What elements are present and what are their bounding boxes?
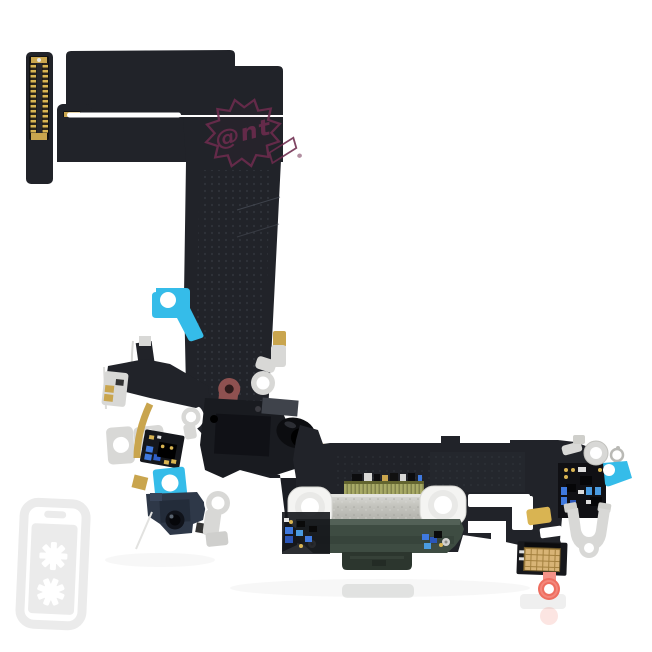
table-reflections xyxy=(342,584,566,625)
tab-hole xyxy=(603,464,615,476)
flex-top-bar xyxy=(66,50,283,115)
smd-component-row xyxy=(352,473,422,481)
screw-hole-ring xyxy=(178,404,204,440)
coral-gasket-tab xyxy=(538,572,560,600)
metal-bracket-gold-contacts xyxy=(101,371,129,407)
stamp-starburst-icon xyxy=(204,98,282,168)
pull-tab-sticker-right xyxy=(603,461,632,487)
flex-slit-cutout xyxy=(67,112,181,118)
metal-bracket-top-right xyxy=(561,435,609,466)
navy-mic-bracket xyxy=(146,492,207,535)
pull-tab-sticker-left xyxy=(152,288,204,342)
stamp-band-icon xyxy=(268,136,298,165)
tab-hole xyxy=(161,474,179,492)
flex-dot-texture xyxy=(194,170,270,402)
qc-stamp: @nt xyxy=(204,98,302,168)
capacitor-cluster-left xyxy=(282,512,330,554)
capacitor-cluster-right xyxy=(422,531,443,549)
flex-seam-line xyxy=(236,223,280,238)
board-connector-large xyxy=(29,56,49,140)
left-component-cluster xyxy=(101,336,210,550)
horseshoe-bracket xyxy=(563,502,612,558)
gold-contact-pad xyxy=(526,506,552,526)
screw-hole-ring xyxy=(202,489,232,547)
screw-wing-right xyxy=(419,485,467,527)
flex-cable-lower xyxy=(282,425,606,600)
antenna-needle xyxy=(135,511,153,550)
pcb-edge xyxy=(344,481,424,485)
port-housing-green xyxy=(296,519,464,570)
metal-bracket-hole-a xyxy=(106,426,135,465)
gold-flex-strip xyxy=(133,402,154,459)
pull-tab-sticker-mid xyxy=(152,466,188,501)
tab-hole xyxy=(160,292,176,308)
tab-hole xyxy=(544,584,554,594)
metal-bracket-arm xyxy=(251,331,286,395)
phone-notch-icon xyxy=(44,510,67,519)
screw-hole-ring xyxy=(251,371,275,395)
gold-mesh xyxy=(523,546,561,573)
right-end-hardware xyxy=(561,435,632,558)
flex-seam-line xyxy=(236,196,281,211)
flex-cable-upper: @nt xyxy=(26,50,302,440)
phone-outline-icon xyxy=(15,497,91,631)
mini-pcb xyxy=(139,429,185,469)
watermark-logo xyxy=(15,497,91,631)
microphone-mesh-module xyxy=(516,541,568,576)
flex-branch-strip xyxy=(106,359,210,408)
